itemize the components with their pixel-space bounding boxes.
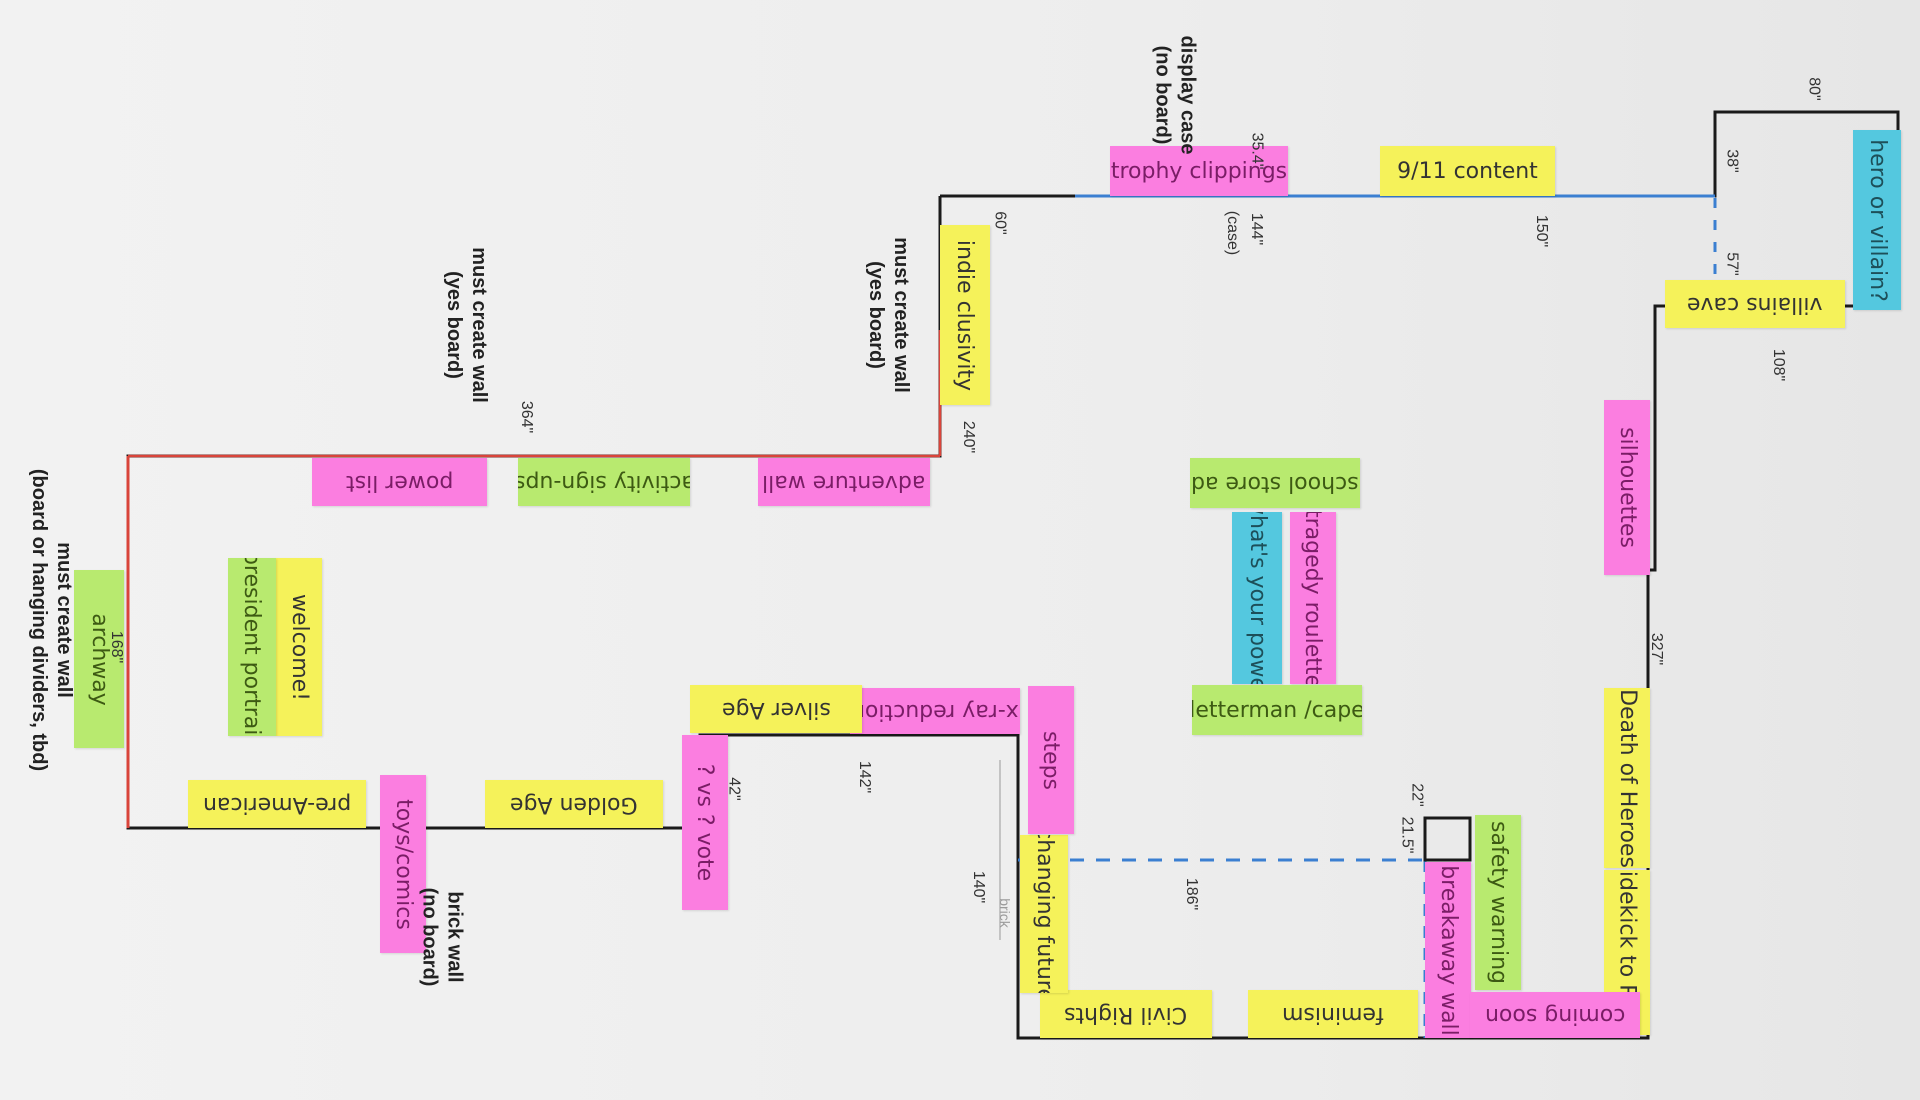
note-trophy-clippings: trophy clippings xyxy=(1110,146,1288,196)
note-silhouettes: silhouettes xyxy=(1604,400,1650,575)
dim-22: 22" xyxy=(1408,783,1426,807)
dim-144-case: (case) xyxy=(1224,210,1242,256)
note-golden-age: Golden Age xyxy=(485,780,663,828)
dim-168: 168" xyxy=(108,630,126,664)
annotation-must-create-wall-upper: must create wall (yes board) xyxy=(864,237,912,393)
note-archway: archway xyxy=(74,570,124,748)
note-activity-signups: activity sign-ups xyxy=(518,458,690,506)
note-pre-american: pre-American xyxy=(188,780,366,828)
note-tragedy-roulette: tragedy roulette xyxy=(1290,512,1336,684)
note-safety-warning: safety warning xyxy=(1475,815,1521,990)
note-school-store-ad: school store ad xyxy=(1190,458,1360,508)
dim-108: 108" xyxy=(1770,348,1788,382)
dim-327: 327" xyxy=(1648,632,1666,666)
note-vote: ? vs ? vote xyxy=(682,735,728,910)
note-president-portrait: president portrait xyxy=(228,558,276,736)
note-adventure-wall: adventure wall xyxy=(758,458,930,506)
note-coming-soon: coming soon xyxy=(1470,992,1640,1038)
dim-240: 240" xyxy=(960,420,978,454)
note-changing-future: changing future xyxy=(1020,835,1068,993)
note-9-11-content: 9/11 content xyxy=(1380,146,1555,196)
dim-364: 364" xyxy=(518,400,536,434)
annotation-must-create-wall-left: must create wall (board or hanging divid… xyxy=(28,468,76,772)
dim-142: 142" xyxy=(856,760,874,794)
note-steps: steps xyxy=(1028,686,1074,834)
note-silver-age: silver Age xyxy=(690,685,862,733)
note-indie-clusivity: indie clusivity xyxy=(940,225,990,405)
note-civil-rights: Civil Rights xyxy=(1040,990,1212,1038)
annotation-must-create-wall-middle: must create wall (yes board) xyxy=(442,247,490,403)
dim-150: 150" xyxy=(1533,214,1551,248)
dim-35: 35.4" xyxy=(1248,132,1266,170)
note-toys-comics: toys/comics xyxy=(380,775,426,953)
note-feminism: feminism xyxy=(1248,990,1418,1038)
note-villains-cave: villains cave xyxy=(1665,280,1845,328)
dim-80: 80" xyxy=(1805,77,1823,101)
note-xray-reduction: x-ray reduction xyxy=(850,688,1020,734)
dim-60: 60" xyxy=(991,211,1009,235)
note-welcome: welcome! xyxy=(276,558,322,736)
dim-42: 42" xyxy=(725,777,743,801)
annotation-brick-wall: brick wall (no board) xyxy=(418,887,466,987)
note-whats-your-power: what's your power xyxy=(1232,512,1282,684)
dim-140: 140" xyxy=(970,870,988,904)
note-death-of-heroes: Death of Heroes xyxy=(1604,688,1650,868)
dim-144: 144" xyxy=(1248,212,1266,246)
annotation-brick-faint: brick xyxy=(996,898,1013,928)
note-letterman-cape: letterman /cape xyxy=(1192,685,1362,735)
note-breakaway-wall: breakaway wall xyxy=(1425,862,1471,1038)
column-box xyxy=(1423,816,1472,862)
dim-38: 38" xyxy=(1723,149,1741,173)
dim-186: 186" xyxy=(1183,877,1201,911)
annotation-display-case: display case (no board) xyxy=(1151,35,1199,155)
dim-21-5: 21.5" xyxy=(1398,816,1416,854)
note-hero-villain: hero or villain? xyxy=(1853,130,1901,310)
dim-57: 57" xyxy=(1723,252,1741,276)
note-power-list: power list xyxy=(312,458,487,506)
